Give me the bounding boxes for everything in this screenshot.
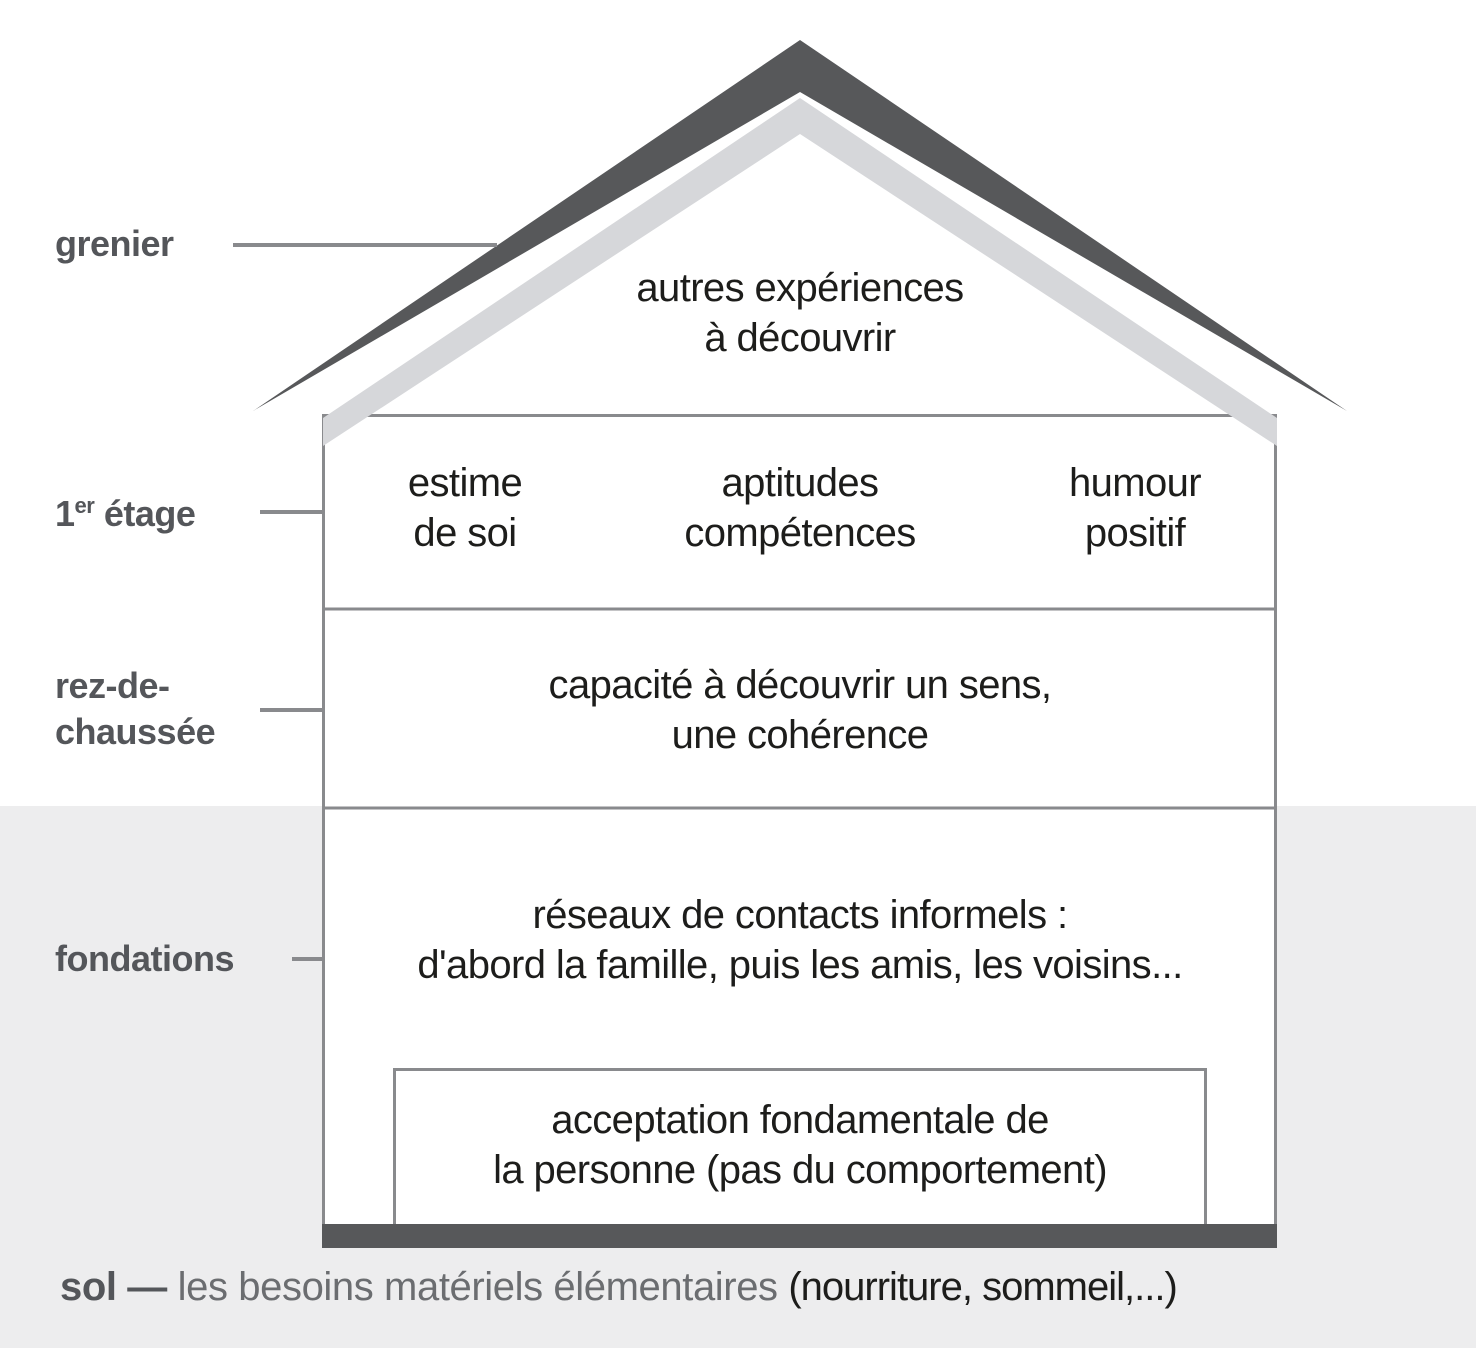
floor1-humour-line2: positif [1084,511,1186,555]
sol-caption-text: les besoins matériels élémentaires [177,1265,789,1309]
sol-caption: sol — les besoins matériels élémentaires… [60,1262,1178,1312]
ground-floor-line1: capacité à découvrir un sens, [548,663,1053,707]
sol-caption-paren: (nourriture, sommeil,...) [788,1265,1177,1309]
label-1er-etage: 1er étage [55,491,196,537]
label-1er-etage-sup: er [74,493,95,518]
attic-text: autres expériences à découvrir [450,263,1150,363]
label-rez-line2: chaussée [55,711,216,752]
floor1-skills-line2: compétences [684,511,916,555]
foundations-line2: d'abord la famille, puis les amis, les v… [417,943,1183,987]
ground-floor-line2: une cohérence [671,713,929,757]
label-rez-de-chaussee: rez-de- chaussée [55,663,216,755]
label-rez-line1: rez-de- [55,665,170,706]
floor1-self-esteem: estime de soi [340,458,590,558]
floor1-humour: humour positif [1010,458,1260,558]
label-grenier: grenier [55,223,174,264]
house-base-bar [322,1224,1277,1248]
attic-text-line2: à découvrir [704,316,896,360]
attic-text-line1: autres expériences [636,266,964,310]
floor1-skills-line1: aptitudes [721,461,880,505]
sol-caption-term: sol — [60,1265,178,1309]
acceptance-line2: la personne (pas du comportement) [493,1148,1107,1192]
ground-floor-text: capacité à découvrir un sens, une cohére… [450,660,1150,760]
foundations-text: réseaux de contacts informels : d'abord … [320,890,1280,990]
acceptance-line1: acceptation fondamentale de [551,1098,1049,1142]
floor1-self-esteem-line1: estime [407,461,523,505]
floor1-humour-line1: humour [1068,461,1202,505]
floor1-self-esteem-line2: de soi [413,511,517,555]
acceptance-box-outline [393,1068,1207,1229]
label-1er-etage-num: 1 [55,493,75,534]
label-fondations: fondations [55,938,234,979]
acceptance-box-text: acceptation fondamentale de la personne … [420,1095,1180,1195]
foundations-line1: réseaux de contacts informels : [532,893,1069,937]
floor1-skills: aptitudes compétences [650,458,950,558]
label-1er-etage-word: étage [94,493,196,534]
